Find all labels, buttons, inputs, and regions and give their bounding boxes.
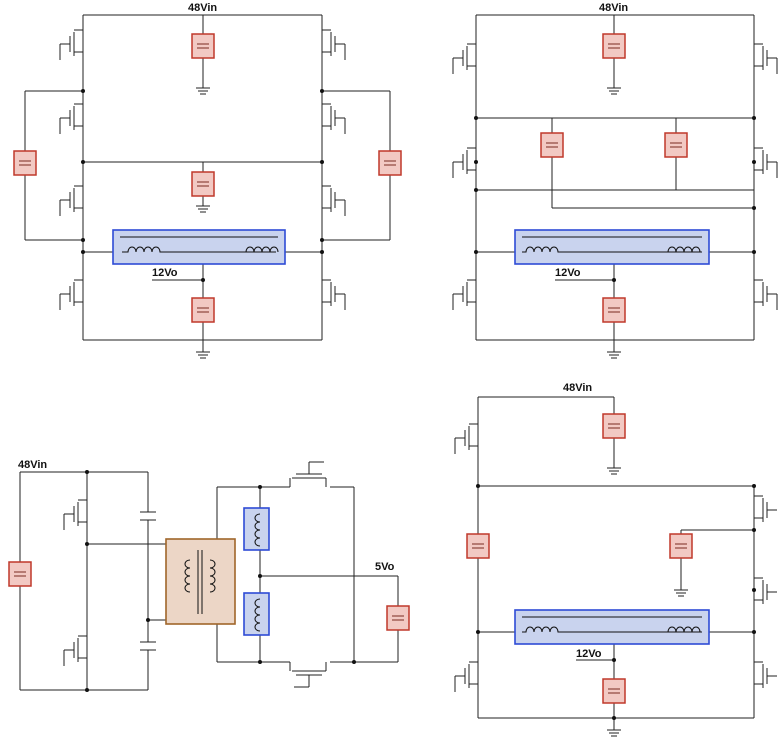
- capacitor-icon: [669, 533, 693, 559]
- capacitor-icon: [602, 297, 626, 323]
- capacitor-icon: [602, 413, 626, 439]
- output-voltage-label: 12Vo: [152, 267, 178, 279]
- mosfet-icon: [452, 43, 778, 310]
- capacitor-icon: [386, 605, 410, 631]
- output-voltage-label: 12Vo: [576, 648, 602, 660]
- capacitor-icon: [8, 561, 32, 587]
- diagram-top-right: 48Vin 12Vo: [452, 2, 778, 359]
- diagram-bottom-right: 48Vin 12Vo: [454, 382, 777, 737]
- capacitor-icon: [13, 150, 37, 176]
- capacitor-icon: [602, 33, 626, 59]
- inductor-icon: [514, 229, 710, 265]
- inductor-icon: [243, 592, 270, 636]
- mosfet-icon: [454, 423, 777, 692]
- capacitor-icon: [378, 150, 402, 176]
- output-voltage-label: 5Vo: [375, 561, 395, 573]
- input-voltage-label: 48Vin: [599, 2, 628, 14]
- capacitor-icon: [602, 678, 626, 704]
- diagram-bottom-left: 48Vin 5Vo: [8, 459, 410, 692]
- capacitor-icon: [540, 132, 564, 158]
- input-voltage-label: 48Vin: [563, 382, 592, 394]
- mosfet-icon: [63, 461, 327, 688]
- inductor-icon: [514, 609, 710, 645]
- diagram-top-left: 48Vin 12Vo: [13, 2, 402, 359]
- capacitor-icon: [191, 297, 215, 323]
- mosfet-icon: [59, 29, 346, 310]
- transformer-icon: [165, 538, 236, 625]
- capacitor-icon: [191, 33, 215, 59]
- ground-icon: [607, 467, 688, 737]
- capacitor-icon: [191, 171, 215, 197]
- input-voltage-label: 48Vin: [188, 2, 217, 14]
- capacitor-icon: [664, 132, 688, 158]
- ground-icon: [196, 87, 210, 359]
- capacitor-icon: [466, 533, 490, 559]
- inductor-icon: [112, 229, 286, 265]
- capacitor-icon: [140, 511, 156, 651]
- output-voltage-label: 12Vo: [555, 267, 581, 279]
- inductor-icon: [243, 507, 270, 551]
- input-voltage-label: 48Vin: [18, 459, 47, 471]
- ground-icon: [607, 87, 621, 359]
